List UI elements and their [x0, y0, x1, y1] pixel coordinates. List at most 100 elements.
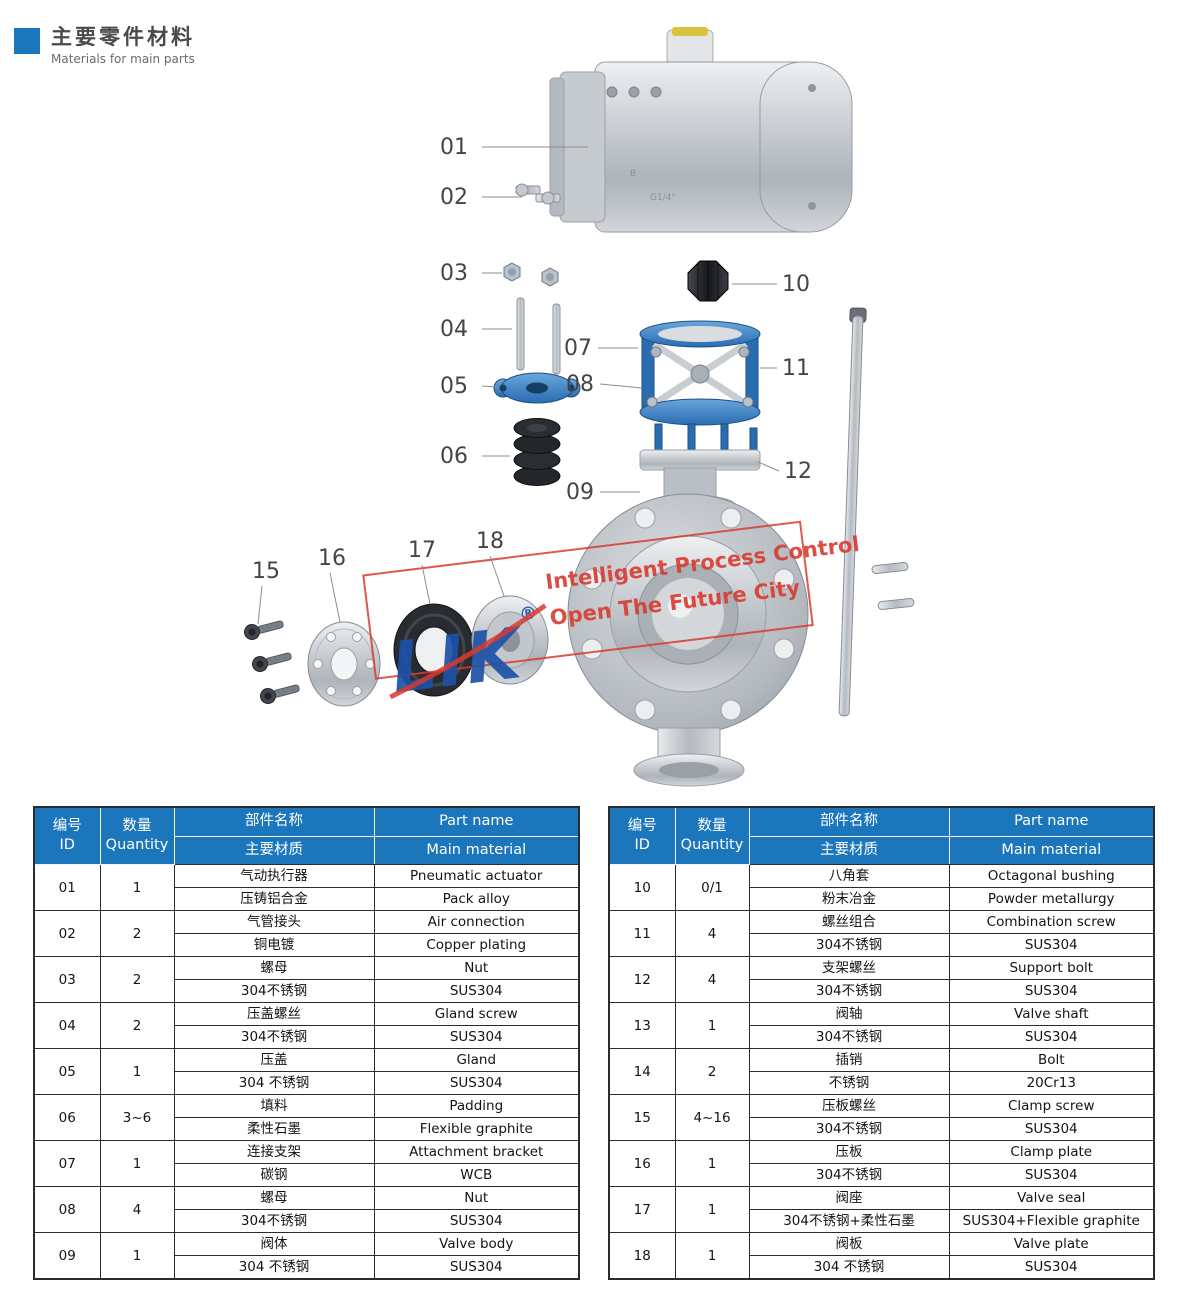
- col-header-part-name-zh: 部件名称: [748, 806, 950, 837]
- part-name-zh: 阀体: [173, 1232, 375, 1257]
- part-material-zh: 压铸铝合金: [173, 887, 375, 912]
- col-header-material-zh: 主要材质: [748, 835, 950, 866]
- col-header-part-name-en: Part name: [373, 806, 580, 837]
- actuator-marking-port: G1/4": [650, 193, 676, 203]
- part-material-en: 20Cr13: [948, 1071, 1155, 1096]
- combination-screw-part: [650, 346, 662, 358]
- part-id: 11: [608, 910, 676, 958]
- part-quantity: 4~16: [674, 1094, 750, 1142]
- part-id: 17: [608, 1186, 676, 1234]
- callout-label-17: 17: [408, 538, 436, 563]
- callout-leader-17: [421, 564, 431, 605]
- callout-label-15: 15: [252, 559, 280, 584]
- header-accent-square: [14, 28, 40, 54]
- col-header-material-en: Main material: [373, 835, 580, 866]
- clamp-screw-part: [244, 620, 300, 704]
- callout-leader-16: [329, 572, 341, 623]
- part-id: 02: [33, 910, 101, 958]
- actuator-bolt: [650, 86, 662, 98]
- part-id: 01: [33, 864, 101, 912]
- part-quantity: 1: [99, 1140, 175, 1188]
- part-quantity: 1: [99, 1048, 175, 1096]
- part-name-en: Support bolt: [948, 956, 1155, 981]
- part-material-zh: 304不锈钢+柔性石墨: [748, 1209, 950, 1234]
- part-name-en: Pneumatic actuator: [373, 864, 580, 889]
- col-header-part-name-zh: 部件名称: [173, 806, 375, 837]
- part-material-en: SUS304: [948, 933, 1155, 958]
- part-quantity: 2: [674, 1048, 750, 1096]
- part-name-zh: 阀板: [748, 1232, 950, 1257]
- part-material-zh: 304不锈钢: [173, 979, 375, 1004]
- callout-label-09: 09: [566, 480, 594, 505]
- part-id: 10: [608, 864, 676, 912]
- watermark-swoosh: [389, 603, 547, 700]
- part-material-en: SUS304: [948, 1025, 1155, 1050]
- part-name-en: Clamp plate: [948, 1140, 1155, 1165]
- part-id: 14: [608, 1048, 676, 1096]
- part-name-en: Gland: [373, 1048, 580, 1073]
- part-id: 18: [608, 1232, 676, 1280]
- part-material-zh: 柔性石墨: [173, 1117, 375, 1142]
- callout-label-02: 02: [440, 185, 468, 210]
- callout-label-06: 06: [440, 444, 468, 469]
- col-header-material-en: Main material: [948, 835, 1155, 866]
- part-name-en: Air connection: [373, 910, 580, 935]
- part-quantity: 4: [674, 910, 750, 958]
- part-id: 03: [33, 956, 101, 1004]
- part-id: 07: [33, 1140, 101, 1188]
- part-name-zh: 阀座: [748, 1186, 950, 1211]
- part-material-en: WCB: [373, 1163, 580, 1188]
- part-name-zh: 阀轴: [748, 1002, 950, 1027]
- part-quantity: 4: [99, 1186, 175, 1234]
- part-quantity: 1: [99, 864, 175, 912]
- part-name-en: Bolt: [948, 1048, 1155, 1073]
- part-material-zh: 304 不锈钢: [173, 1255, 375, 1280]
- callout-label-16: 16: [318, 546, 346, 571]
- attachment-bracket-part: [639, 320, 761, 426]
- part-material-en: Flexible graphite: [373, 1117, 580, 1142]
- col-header-material-zh: 主要材质: [173, 835, 375, 866]
- part-material-zh: 304 不锈钢: [173, 1071, 375, 1096]
- part-material-en: SUS304: [373, 1255, 580, 1280]
- callout-label-07: 07: [564, 336, 592, 361]
- part-name-en: Valve body: [373, 1232, 580, 1257]
- part-quantity: 3~6: [99, 1094, 175, 1142]
- callout-leader-08: [599, 383, 643, 389]
- part-name-en: Clamp screw: [948, 1094, 1155, 1119]
- part-id: 13: [608, 1002, 676, 1050]
- exploded-diagram: B G1/4": [244, 27, 915, 787]
- callout-label-04: 04: [440, 317, 468, 342]
- callout-leader-05: [481, 385, 499, 388]
- actuator-bolt: [606, 86, 618, 98]
- part-name-zh: 填料: [173, 1094, 375, 1119]
- part-id: 04: [33, 1002, 101, 1050]
- part-id: 12: [608, 956, 676, 1004]
- part-name-zh: 插销: [748, 1048, 950, 1073]
- part-name-en: Gland screw: [373, 1002, 580, 1027]
- part-material-en: SUS304: [373, 1209, 580, 1234]
- valve-shaft-part: [838, 307, 867, 717]
- part-name-zh: 螺母: [173, 1186, 375, 1211]
- actuator-end-cap: [759, 61, 853, 233]
- part-id: 06: [33, 1094, 101, 1142]
- part-material-zh: 304 不锈钢: [748, 1255, 950, 1280]
- part-material-en: SUS304: [373, 1071, 580, 1096]
